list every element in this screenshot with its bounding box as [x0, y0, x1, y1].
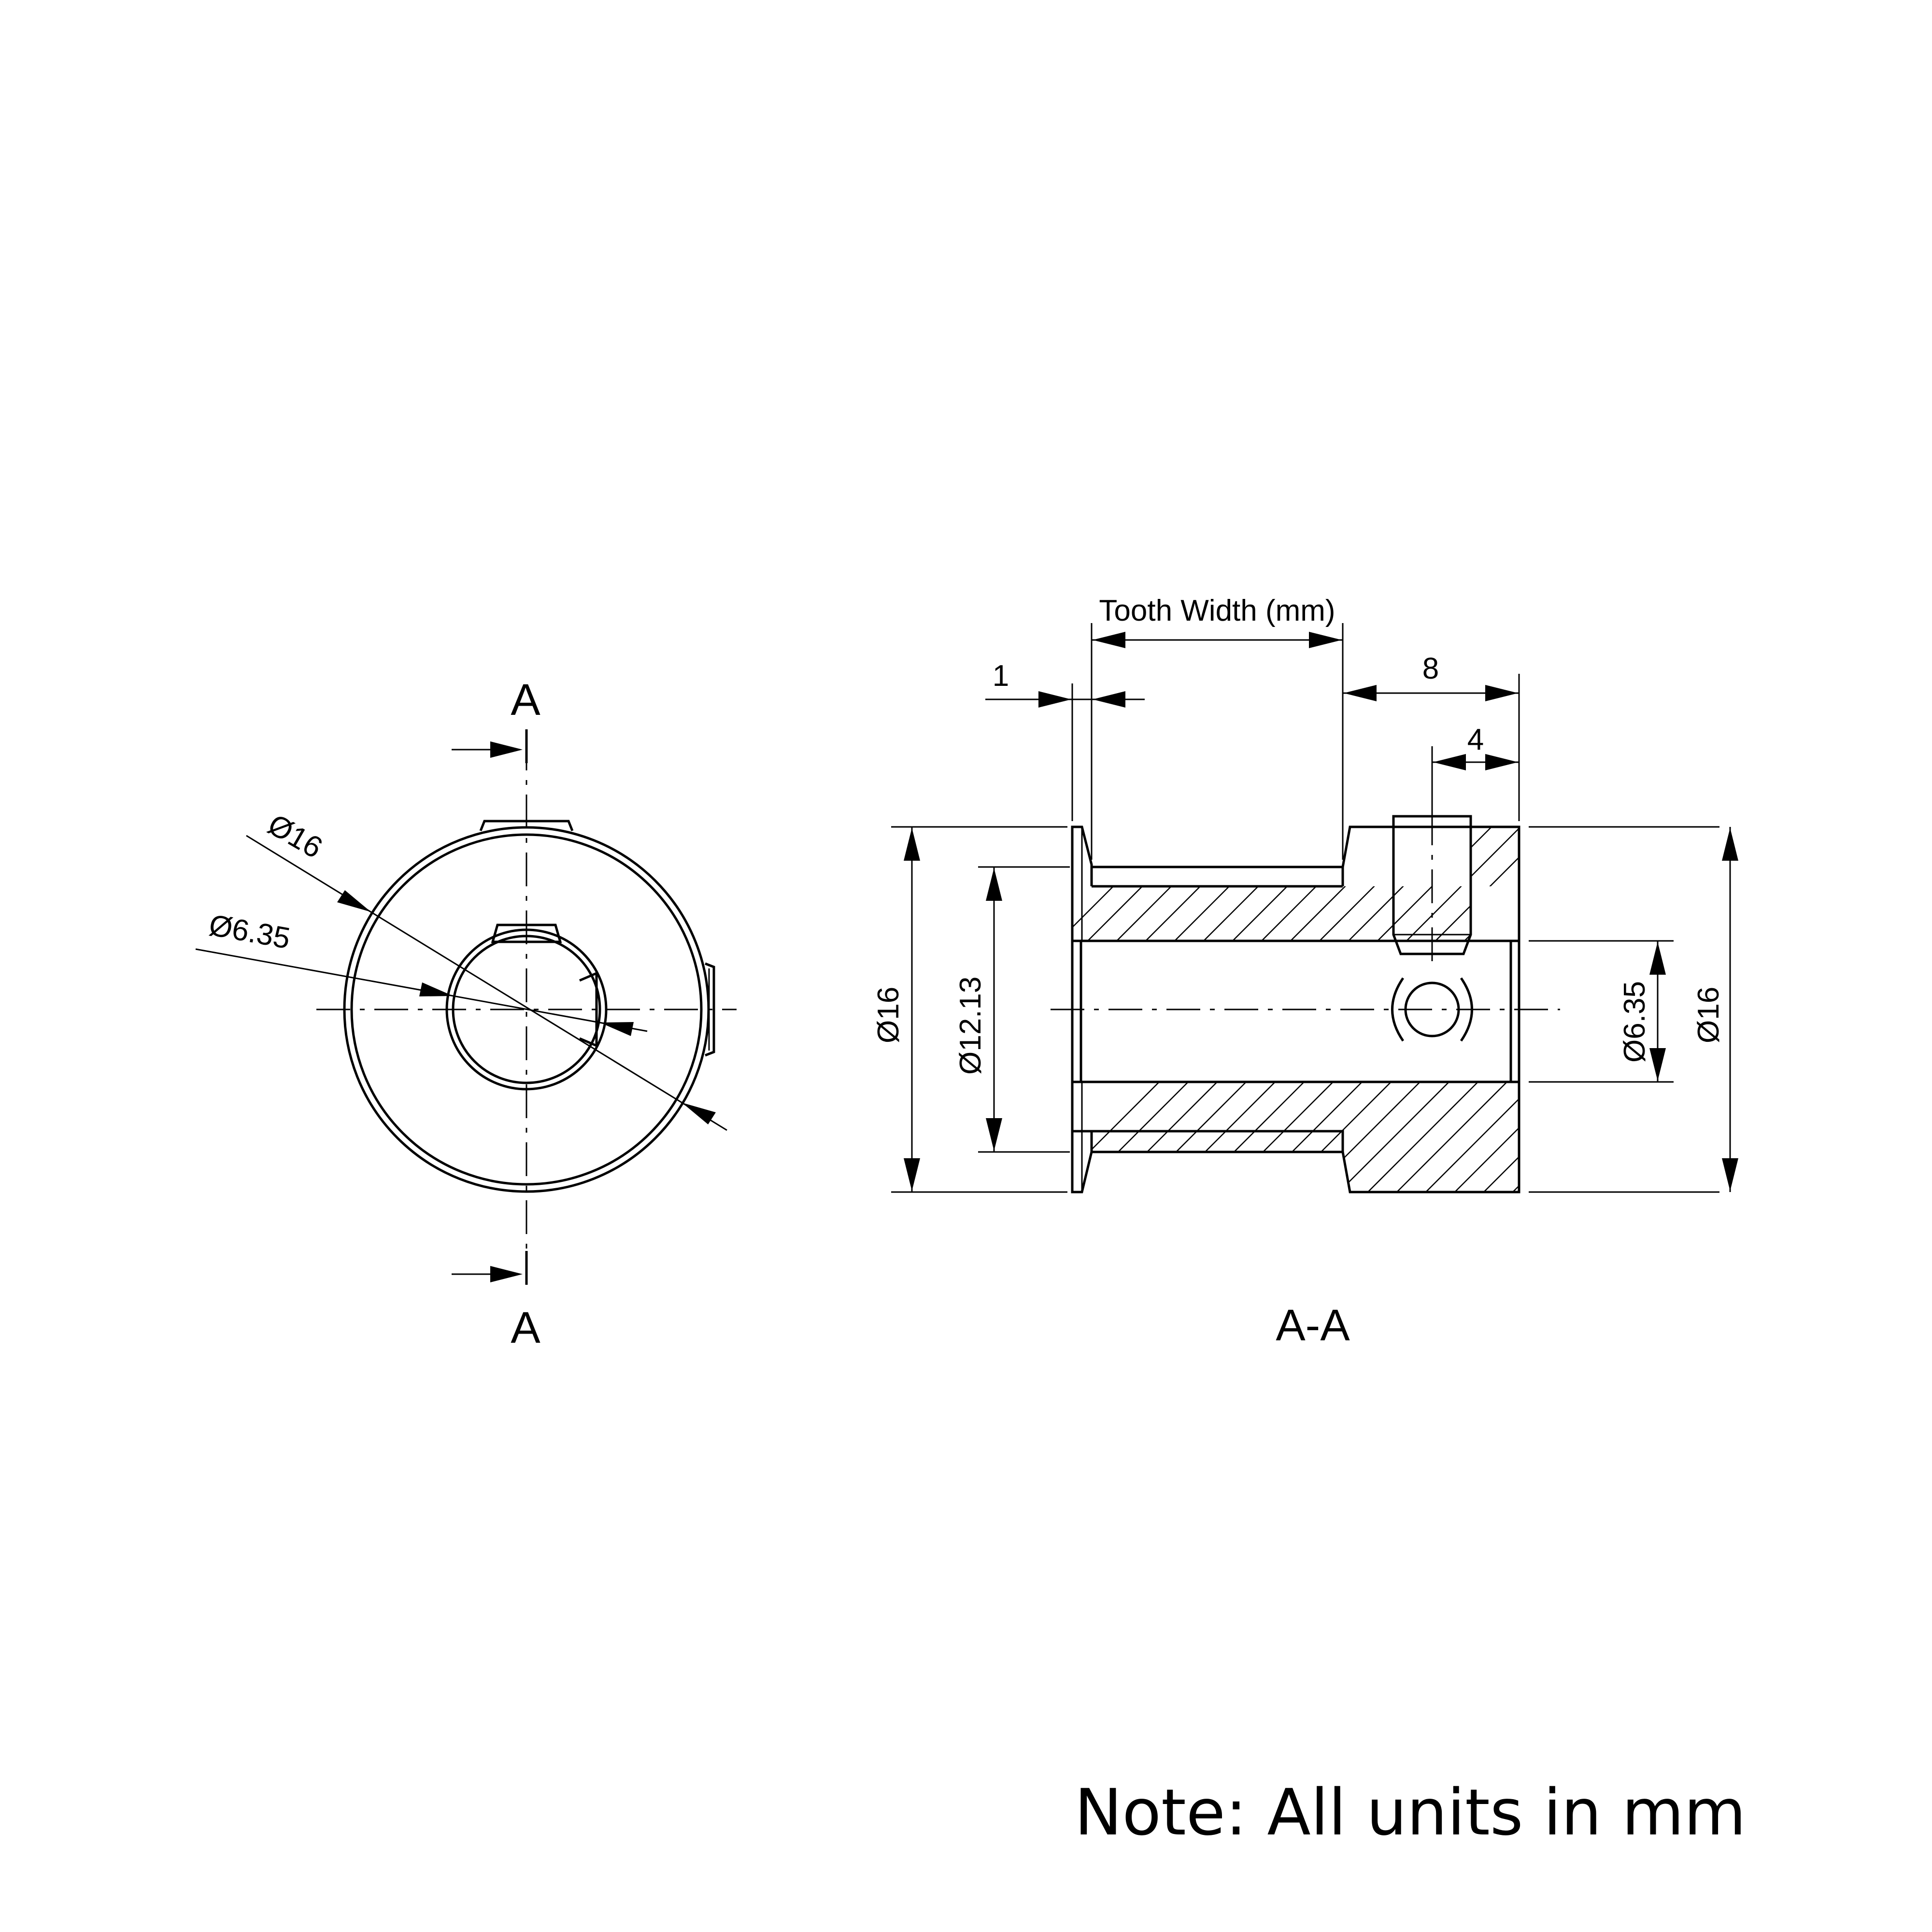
front-outer-circle-inner	[350, 833, 703, 1186]
tooth-diameter-label: Ø12.13	[954, 977, 987, 1075]
section-title: A-A	[1276, 1301, 1350, 1350]
od-right-label: Ø16	[1692, 987, 1725, 1043]
section-outline-bottom	[1071, 1082, 1520, 1193]
section-view: Tooth Width (mm) 1 8 4 Ø16 Ø1	[872, 594, 1738, 1350]
front-right-tab	[705, 962, 715, 1057]
front-od-leader	[246, 835, 727, 1131]
front-view: A A Ø16 Ø6.35	[195, 675, 737, 1352]
hub-length-label: 8	[1422, 652, 1439, 685]
bore-right-label: Ø6.35	[1618, 981, 1651, 1063]
setscrew-offset-label: 4	[1467, 723, 1484, 756]
section-marker-bottom: A	[511, 1303, 540, 1352]
section-marker-top: A	[511, 675, 540, 724]
hatch-top	[1072, 826, 1519, 941]
tooth-width-label: Tooth Width (mm)	[1099, 594, 1335, 627]
flange-label: 1	[993, 659, 1009, 693]
od-left-label: Ø16	[872, 987, 905, 1043]
front-bore-label: Ø6.35	[207, 909, 293, 955]
front-od-label: Ø16	[262, 808, 328, 865]
units-note: Note: All units in mm	[1075, 1776, 1746, 1850]
hatch-bottom	[1072, 1082, 1519, 1192]
